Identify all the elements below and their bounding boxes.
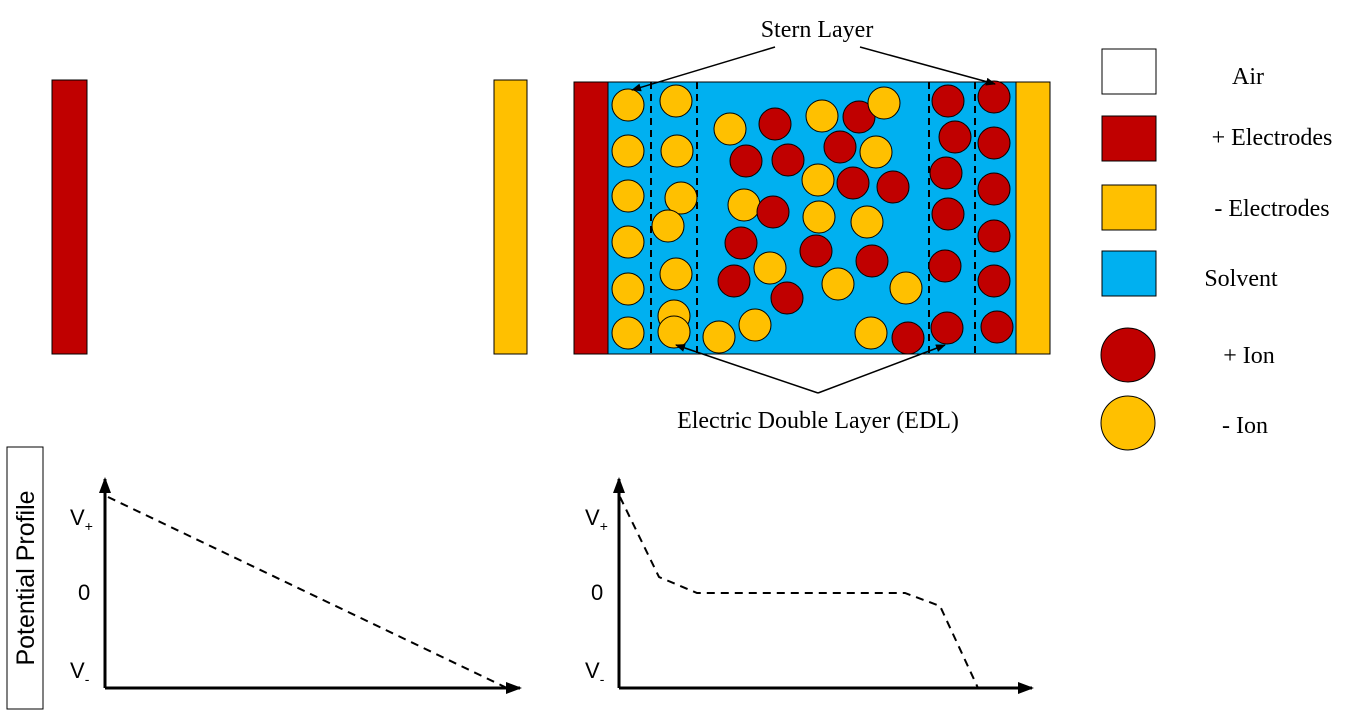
negative-ion bbox=[854, 316, 888, 350]
negative-ion bbox=[651, 209, 685, 243]
positive-ion bbox=[836, 166, 870, 200]
stern-layer-label: Stern Layer bbox=[761, 17, 874, 43]
positive-ion bbox=[977, 172, 1011, 206]
negative-ion bbox=[659, 257, 693, 291]
left-positive-electrode bbox=[51, 79, 88, 355]
negative-ion bbox=[821, 267, 855, 301]
ions bbox=[611, 80, 1014, 355]
legend-neg-ion-circle bbox=[1100, 395, 1156, 451]
positive-ion bbox=[931, 197, 965, 231]
negative-ion bbox=[611, 88, 645, 122]
positive-ion bbox=[717, 264, 751, 298]
legend-pos-ion-label: + Ion bbox=[1223, 343, 1275, 369]
stern-arrow-right bbox=[859, 46, 996, 86]
negative-ion bbox=[867, 86, 901, 120]
positive-ion bbox=[977, 80, 1011, 114]
left-tick-zero: 0 bbox=[78, 580, 90, 605]
positive-ion bbox=[724, 226, 758, 260]
negative-ion bbox=[713, 112, 747, 146]
edl-label: Electric Double Layer (EDL) bbox=[677, 408, 959, 434]
negative-ion bbox=[664, 181, 698, 215]
positive-ion bbox=[931, 84, 965, 118]
positive-ion bbox=[799, 234, 833, 268]
negative-ion bbox=[657, 315, 691, 349]
negative-ion bbox=[889, 271, 923, 305]
positive-ion bbox=[977, 219, 1011, 253]
positive-ion bbox=[756, 195, 790, 229]
negative-ion bbox=[659, 84, 693, 118]
legend-pos-electrode-label: + Electrodes bbox=[1212, 125, 1333, 151]
left-tick-vplus: V+ bbox=[70, 505, 93, 534]
layer-boundaries bbox=[650, 82, 976, 354]
negative-ion bbox=[727, 188, 761, 222]
negative-ion bbox=[753, 251, 787, 285]
negative-ion bbox=[611, 272, 645, 306]
legend: Air + Electrodes - Electrodes Solvent + … bbox=[1100, 48, 1333, 451]
legend-neg-electrode-label: - Electrodes bbox=[1214, 196, 1329, 222]
legend-neg-ion-label: - Ion bbox=[1222, 413, 1268, 439]
negative-ion bbox=[611, 316, 645, 350]
negative-ion bbox=[611, 225, 645, 259]
right-tick-vplus: V+ bbox=[585, 505, 608, 534]
positive-ion bbox=[938, 120, 972, 154]
positive-ion bbox=[823, 130, 857, 164]
positive-ion bbox=[930, 311, 964, 345]
negative-ion bbox=[738, 308, 772, 342]
positive-ion bbox=[842, 100, 876, 134]
left-tick-vminus: V- bbox=[70, 658, 90, 687]
legend-pos-ion-circle bbox=[1100, 327, 1156, 383]
positive-ion bbox=[980, 310, 1014, 344]
positive-ion bbox=[758, 107, 792, 141]
left-potential-plot: V+ 0 V- bbox=[70, 477, 522, 694]
left-negative-electrode bbox=[493, 79, 528, 355]
legend-solvent-swatch bbox=[1101, 250, 1157, 297]
potential-profile-box bbox=[6, 446, 44, 710]
negative-ion bbox=[850, 205, 884, 239]
negative-ion bbox=[802, 200, 836, 234]
negative-ion bbox=[611, 134, 645, 168]
positive-ion bbox=[876, 170, 910, 204]
legend-pos-electrode-swatch bbox=[1101, 115, 1157, 162]
positive-ion bbox=[771, 143, 805, 177]
positive-ion bbox=[977, 264, 1011, 298]
right-negative-electrode bbox=[1015, 81, 1051, 355]
positive-ion bbox=[770, 281, 804, 315]
legend-solvent-label: Solvent bbox=[1204, 266, 1278, 292]
stern-arrow-left bbox=[631, 46, 776, 92]
negative-ion bbox=[660, 134, 694, 168]
right-positive-electrode bbox=[573, 81, 609, 355]
right-potential-plot: V+ 0 V- bbox=[585, 477, 1034, 694]
positive-ion bbox=[855, 244, 889, 278]
potential-profile-label: Potential Profile bbox=[12, 490, 40, 665]
negative-ion bbox=[801, 163, 835, 197]
positive-ion bbox=[928, 249, 962, 283]
positive-ion bbox=[977, 126, 1011, 160]
edl-arrow-left bbox=[675, 344, 819, 394]
positive-ion bbox=[891, 321, 925, 355]
edl-arrow-right bbox=[817, 344, 946, 394]
positive-ion bbox=[729, 144, 763, 178]
right-tick-zero: 0 bbox=[591, 580, 603, 605]
negative-ion bbox=[611, 179, 645, 213]
legend-air-swatch bbox=[1101, 48, 1157, 95]
left-potential-curve bbox=[107, 496, 508, 689]
negative-ion bbox=[805, 99, 839, 133]
legend-air-label: Air bbox=[1232, 64, 1264, 90]
legend-neg-electrode-swatch bbox=[1101, 184, 1157, 231]
right-tick-vminus: V- bbox=[585, 658, 605, 687]
negative-ion bbox=[859, 135, 893, 169]
positive-ion bbox=[929, 156, 963, 190]
negative-ion bbox=[702, 320, 736, 354]
right-potential-curve bbox=[619, 496, 979, 689]
